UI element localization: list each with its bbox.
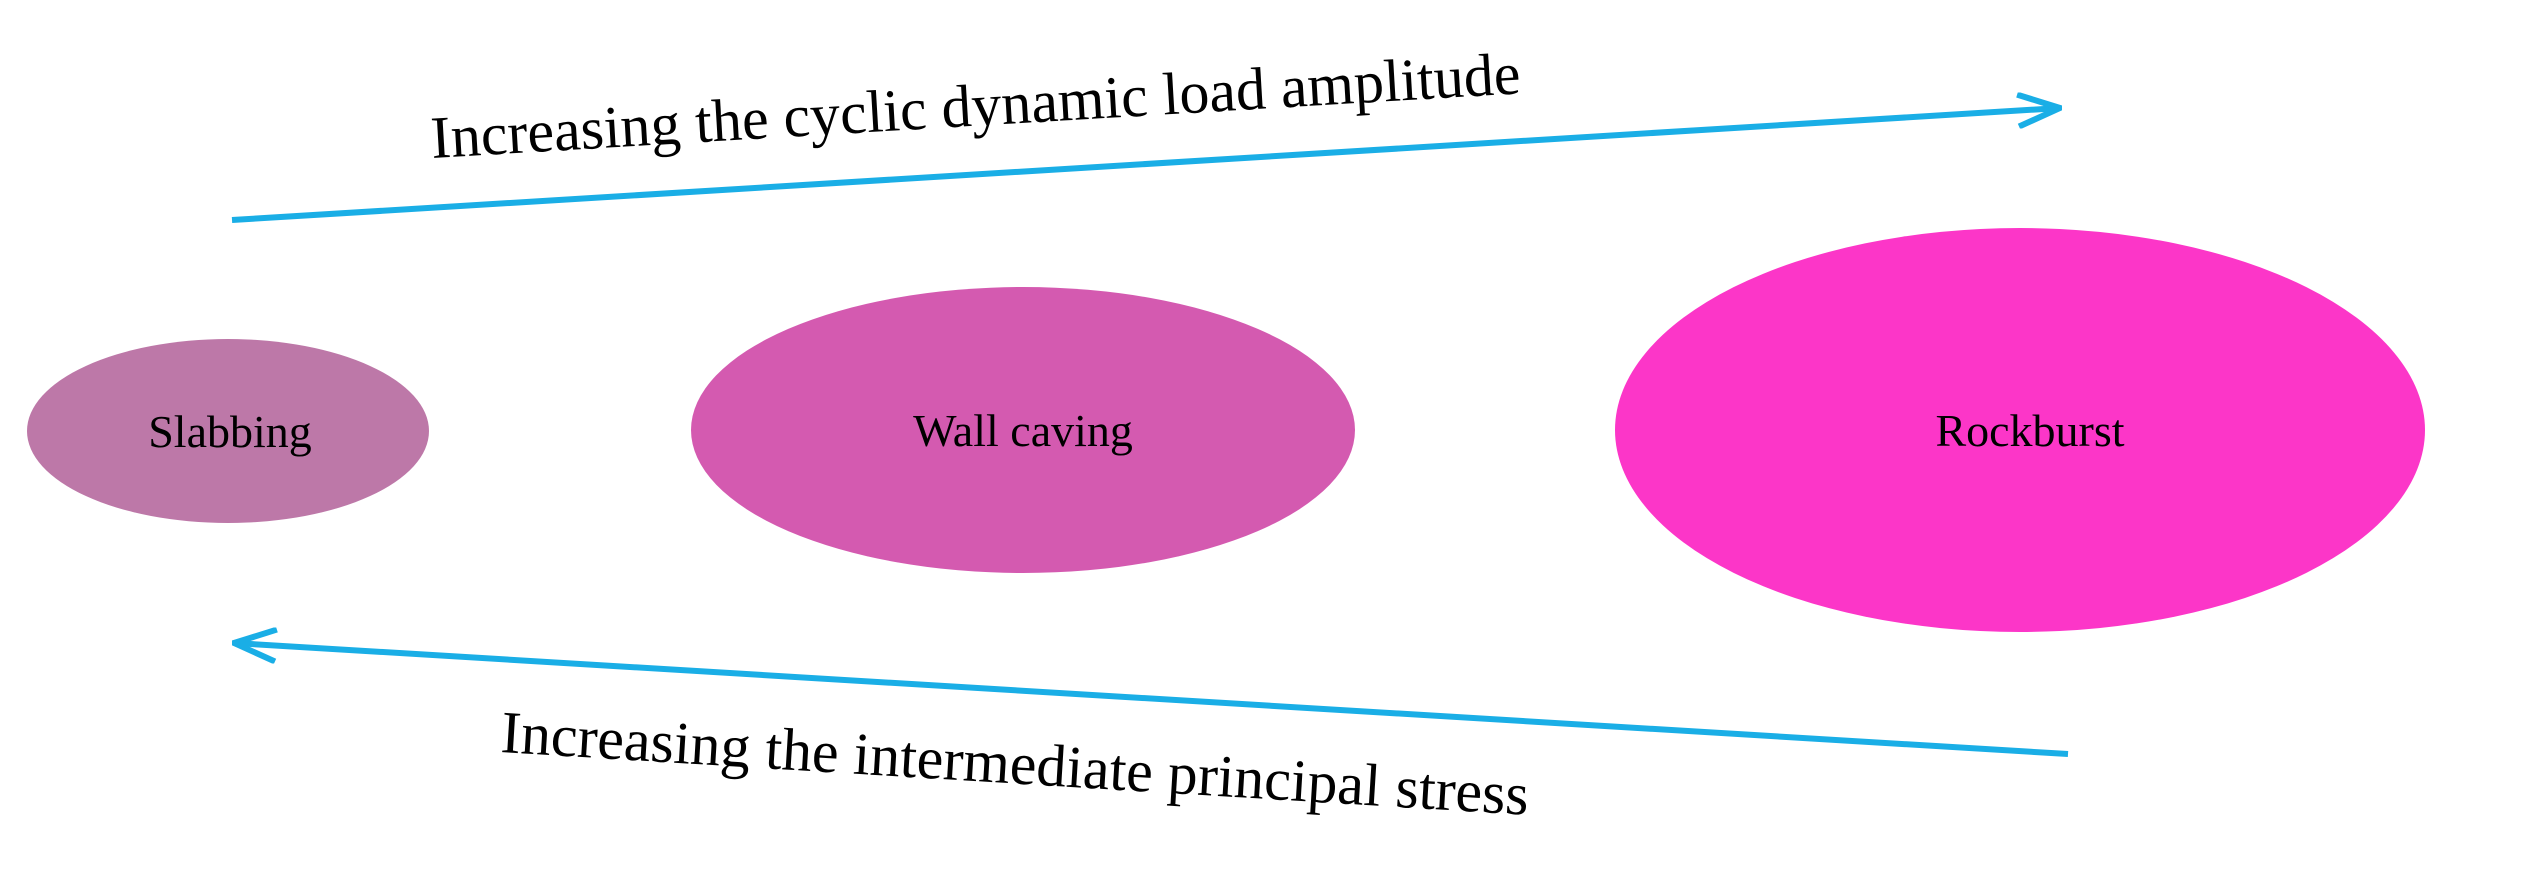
node-slabbing: Slabbing xyxy=(27,339,429,523)
bottom-arrow: Increasing the intermediate principal st… xyxy=(234,643,2069,828)
rockburst-ellipse xyxy=(1615,228,2425,632)
rockburst-label: Rockburst xyxy=(1935,405,2124,456)
bottom-arrow-label: Increasing the intermediate principal st… xyxy=(499,699,1531,828)
top-arrow: Increasing the cyclic dynamic load ampli… xyxy=(231,40,2060,223)
bottom-arrow-line xyxy=(234,643,2069,757)
node-rockburst: Rockburst xyxy=(1615,228,2425,632)
wall-caving-label: Wall caving xyxy=(913,405,1133,456)
slabbing-ellipse xyxy=(27,339,429,523)
node-wall-caving: Wall caving xyxy=(691,287,1355,573)
slabbing-label: Slabbing xyxy=(148,406,312,457)
top-arrow-line xyxy=(231,108,2060,223)
wall-caving-ellipse xyxy=(691,287,1355,573)
